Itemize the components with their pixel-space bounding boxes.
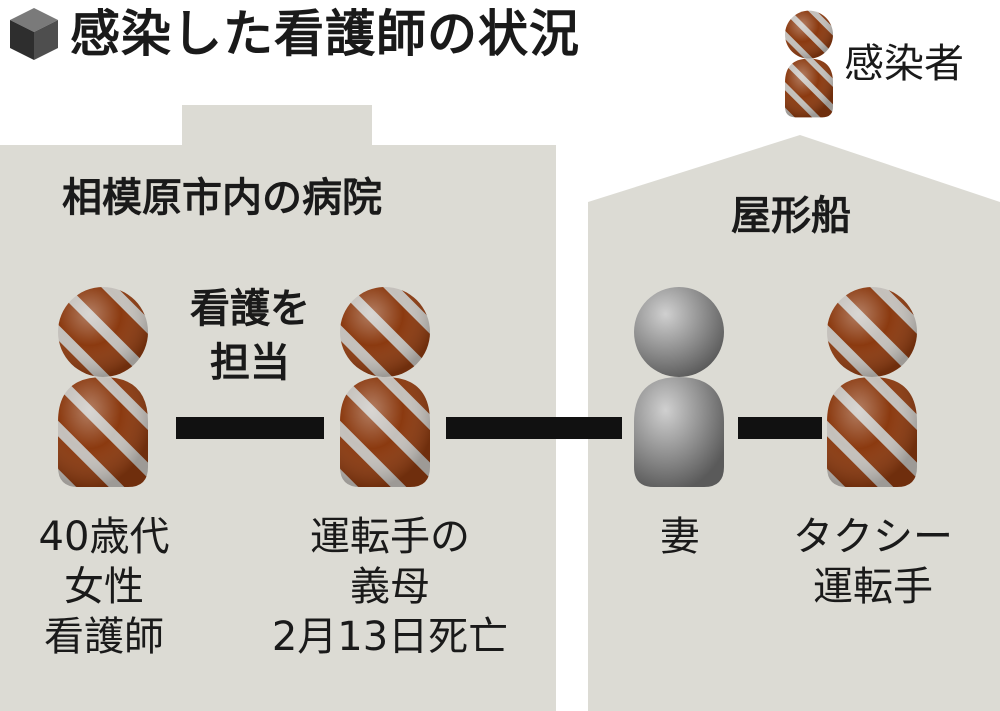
person-taxi-driver-label: タクシー 運転手	[768, 512, 978, 612]
cube-icon	[10, 8, 58, 60]
label-line: 2月13日死亡	[271, 614, 509, 660]
label-line: 40歳代	[38, 514, 170, 560]
person-nurse-figure	[58, 287, 148, 487]
label-line: 運転手	[813, 564, 933, 610]
header: 感染した看護師の状況	[6, 4, 580, 64]
person-nurse-label: 40歳代 女性 看護師	[6, 512, 202, 662]
link-mother-wife	[446, 417, 622, 439]
legend: 感染者	[778, 8, 964, 120]
link-nurse-mother	[176, 417, 324, 439]
link-note-line: 担当	[210, 340, 290, 386]
label-line: 看護師	[44, 614, 164, 660]
person-taxi-driver-figure	[827, 287, 917, 487]
region-title-yakatabune: 屋形船	[731, 193, 851, 239]
link-wife-driver	[738, 417, 822, 439]
link-note-nursing: 看護を 担当	[155, 282, 345, 390]
region-hospital-shape	[0, 105, 556, 711]
person-mother-in-law-figure	[340, 287, 430, 487]
person-wife-label: 妻	[620, 512, 740, 562]
legend-label: 感染者	[844, 41, 964, 87]
page-title: 感染した看護師の状況	[70, 5, 580, 63]
label-line: 妻	[660, 514, 700, 560]
infected-person-icon	[785, 10, 833, 118]
label-line: 義母	[350, 564, 430, 610]
link-note-line: 看護を	[190, 286, 310, 332]
person-mother-in-law-label: 運転手の 義母 2月13日死亡	[255, 512, 525, 662]
region-title-hospital: 相模原市内の病院	[62, 175, 382, 221]
label-line: 運転手の	[310, 514, 470, 560]
label-line: 女性	[64, 564, 144, 610]
label-line: タクシー	[793, 514, 953, 560]
person-wife-figure	[634, 287, 724, 487]
